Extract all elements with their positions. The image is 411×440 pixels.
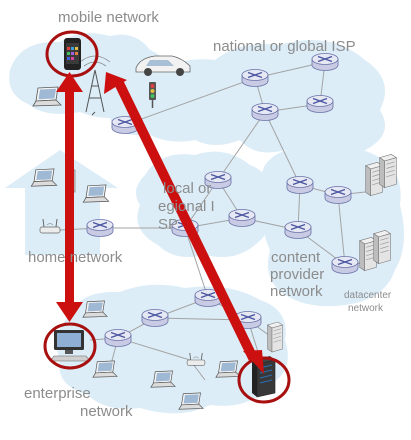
label-local-isp-line2: egional I: [158, 198, 215, 215]
label-mobile-network: mobile network: [58, 9, 159, 26]
router-icon: [324, 186, 352, 204]
smartphone-icon: [64, 38, 81, 70]
router-icon: [284, 221, 312, 239]
arrow-head-up: [56, 72, 83, 92]
router-icon: [331, 256, 359, 274]
label-local-isp-line1: local or: [163, 180, 211, 197]
label-content-provider-line1: content: [271, 249, 321, 266]
label-content-provider-line2: provider: [270, 266, 324, 283]
communication-arrows: [56, 72, 264, 374]
router-icon: [251, 103, 279, 121]
desktop-pc-icon: [49, 330, 91, 362]
label-enterprise-line1: enterprise: [24, 385, 91, 402]
router-icon: [228, 209, 256, 227]
router-icon: [286, 176, 314, 194]
label-local-isp-line3: SP: [158, 216, 178, 233]
arrow-head-phone: [104, 72, 127, 94]
traffic-light-icon: [149, 82, 156, 108]
server-rack-icon: [373, 229, 391, 265]
server-rack-icon: [379, 153, 397, 189]
label-datacenter-line2: network: [348, 303, 384, 314]
car-icon: [135, 55, 191, 76]
router-icon: [241, 69, 269, 87]
router-icon: [86, 219, 114, 237]
label-content-provider-line3: network: [270, 283, 323, 300]
arrow-phone-to-server: [114, 78, 257, 361]
label-datacenter-line1: datacenter: [344, 290, 392, 301]
label-enterprise-line2: network: [80, 403, 133, 420]
router-icon: [141, 309, 169, 327]
label-global-isp: national or global ISP: [213, 38, 356, 55]
arrow-phone-to-desktop: [65, 88, 74, 306]
router-icon: [306, 95, 334, 113]
router-icon: [311, 53, 339, 71]
router-icon: [104, 329, 132, 347]
server-rack-icon: [267, 321, 283, 353]
highlight-ring-server: [237, 356, 291, 404]
label-home-network: home network: [28, 249, 123, 266]
highlight-ring-desktop: [43, 322, 97, 370]
home-network-arrow-shape: [5, 150, 118, 255]
arrow-head-down: [56, 302, 83, 322]
arrow-head-server: [243, 350, 264, 374]
